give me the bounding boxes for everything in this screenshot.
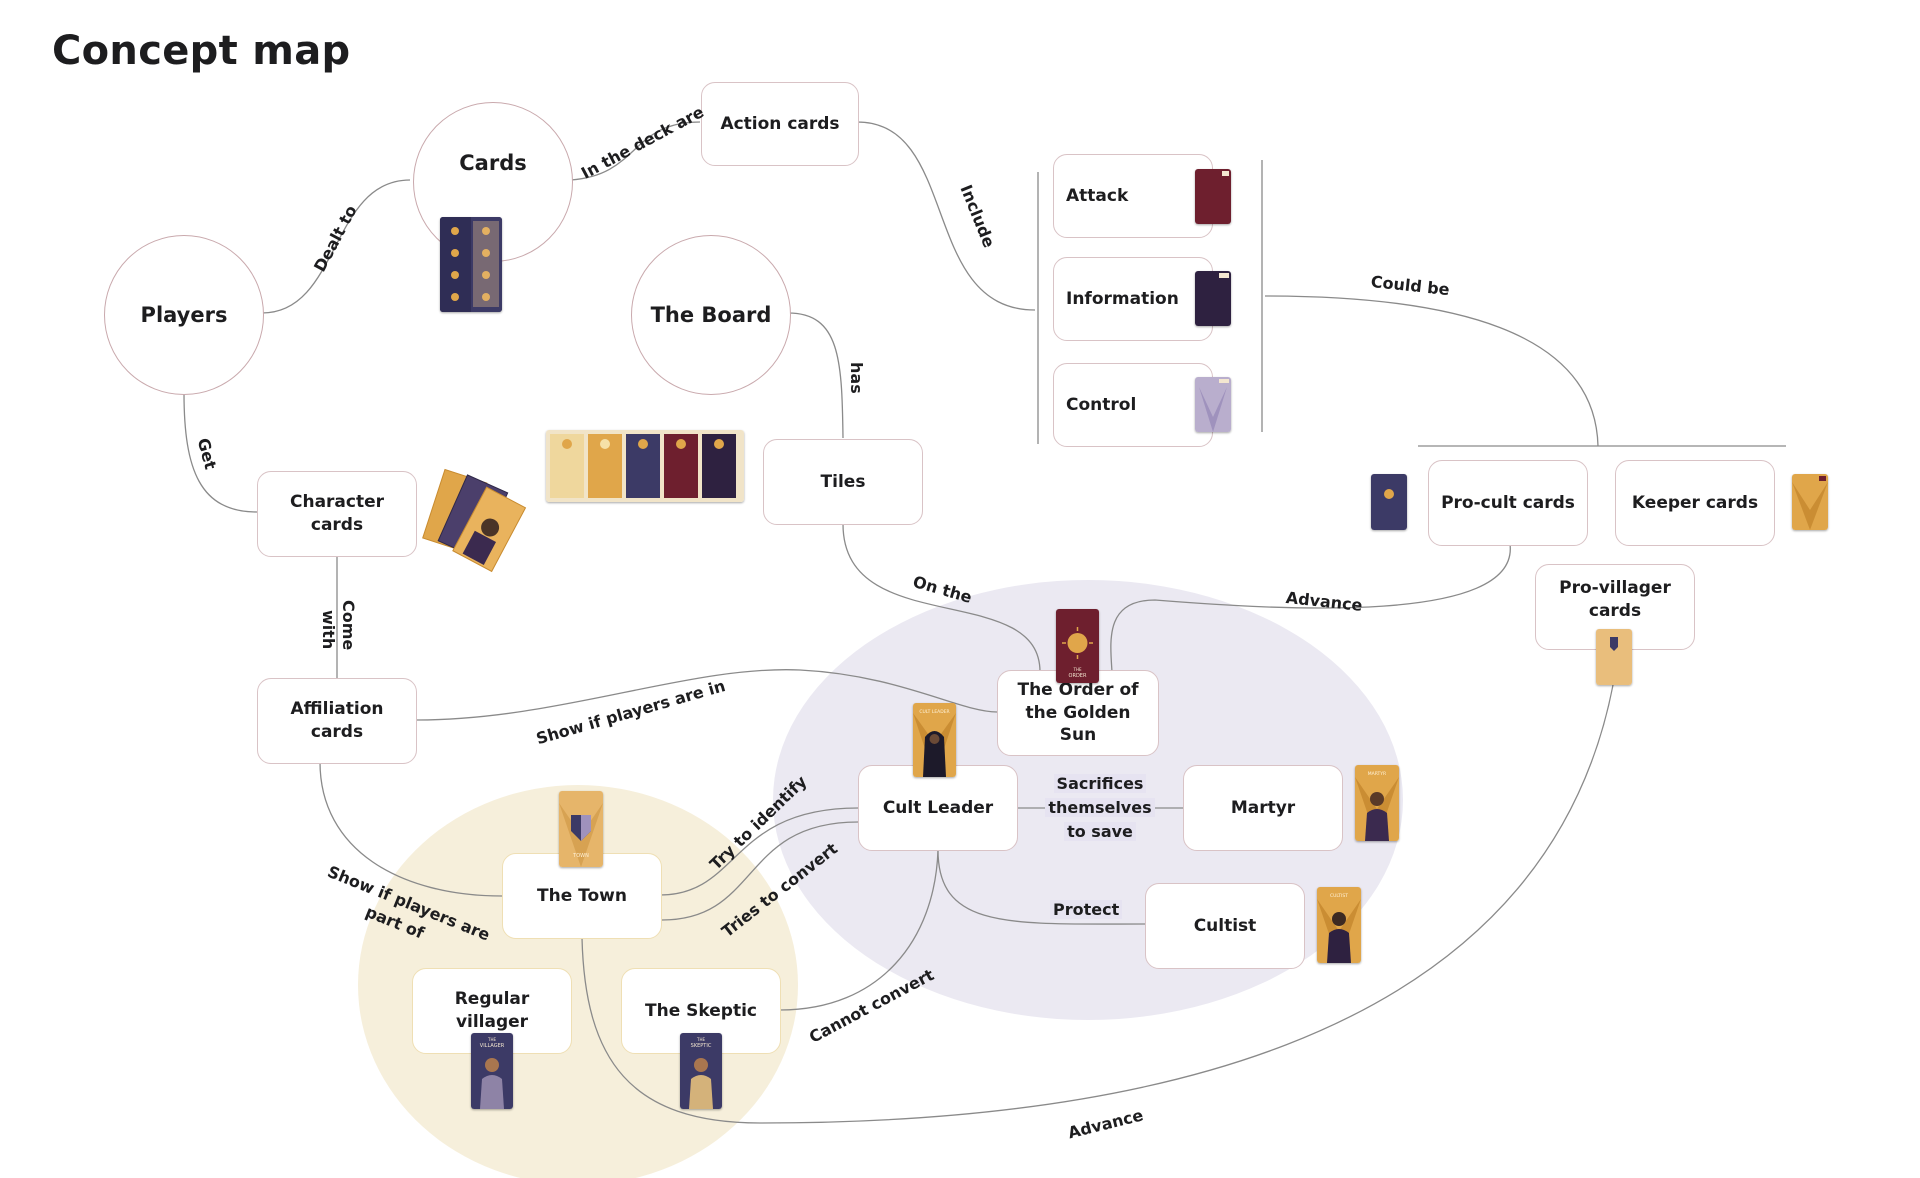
edge-action-include (856, 121, 1036, 311)
cultist-card-caption: CULTIST (1330, 893, 1348, 899)
edge-tiles-order (842, 523, 1041, 673)
cards-deck-image (440, 217, 502, 312)
node-cultist-label: Cultist (1193, 915, 1257, 936)
node-pro-cult-cards-label: Pro-cult cards (1441, 492, 1575, 513)
node-information[interactable]: Information (1053, 257, 1213, 341)
board-tiles-image (546, 430, 744, 502)
node-action-cards-label: Action cards (720, 113, 840, 134)
order-card-caption-2: ORDER (1069, 673, 1087, 679)
edge-town-advance (581, 684, 1614, 1124)
edge-group-could-be (1264, 295, 1599, 447)
information-card-image (1195, 271, 1231, 326)
edge-label-come: Come (339, 600, 358, 651)
node-martyr-label: Martyr (1230, 797, 1296, 818)
node-martyr[interactable]: Martyr (1183, 765, 1343, 851)
skeptic-card-image: THE SKEPTIC (680, 1033, 722, 1109)
skeptic-card-caption-1: THE (696, 1037, 705, 1042)
skeptic-card-caption-2: SKEPTIC (691, 1043, 712, 1049)
node-attack-label: Attack (1066, 185, 1129, 206)
node-keeper-cards-label: Keeper cards (1631, 492, 1759, 513)
node-regular-villager-label: Regular villager (454, 989, 530, 1032)
node-pro-villager-cards-label: Pro-villager cards (1559, 578, 1671, 621)
node-character-cards-label: Character cards (289, 492, 385, 535)
villager-card-caption-1: THE (487, 1037, 496, 1042)
character-cards-image (422, 468, 527, 573)
edge-board-tiles (787, 312, 844, 439)
attack-card-image (1195, 169, 1231, 224)
villager-card-image: THE VILLAGER (471, 1033, 513, 1109)
node-affiliation-cards-label: Affiliation cards (290, 699, 384, 742)
cult-leader-card-image: CULT LEADER (913, 703, 956, 777)
node-control-label: Control (1066, 394, 1137, 415)
cult-leader-card-caption: CULT LEADER (919, 709, 949, 715)
pro-villager-card-image (1596, 629, 1632, 685)
villager-card-caption-2: VILLAGER (480, 1043, 505, 1049)
edge-skeptic-cultleader (779, 849, 939, 1011)
page-title: Concept map (52, 28, 351, 74)
node-players[interactable]: Players (104, 235, 264, 395)
node-the-board[interactable]: The Board (631, 235, 791, 395)
node-cult-leader-label: Cult Leader (882, 797, 994, 818)
node-cards-label: Cards (459, 151, 527, 175)
edge-affiliation-order (416, 669, 998, 721)
order-card-image: THE ORDER (1056, 609, 1099, 683)
node-order-golden-sun-label: The Order of the Golden Sun (1017, 679, 1139, 746)
town-card-image: TOWN (559, 791, 603, 867)
node-action-cards[interactable]: Action cards (701, 82, 859, 166)
node-the-skeptic-label: The Skeptic (645, 1000, 757, 1021)
edge-players-character (183, 392, 258, 513)
node-cult-leader[interactable]: Cult Leader (858, 765, 1018, 851)
sacrifices-line-2: themselves (1045, 798, 1155, 817)
edge-label-protect: Protect (1050, 900, 1123, 919)
keeper-card-image (1792, 474, 1828, 530)
node-pro-cult-cards[interactable]: Pro-cult cards (1428, 460, 1588, 546)
edge-cards-action (570, 121, 701, 181)
node-attack[interactable]: Attack (1053, 154, 1213, 238)
edge-label-protect-text: Protect (1050, 900, 1123, 919)
order-card-caption-1: THE (1073, 667, 1082, 672)
node-character-cards[interactable]: Character cards (257, 471, 417, 557)
control-card-image (1195, 377, 1231, 432)
edge-label-with: with (319, 610, 338, 650)
edge-town-cultleader (659, 807, 859, 896)
edge-label-has: has (847, 362, 866, 394)
node-tiles[interactable]: Tiles (763, 439, 923, 525)
node-players-label: Players (140, 303, 228, 327)
edge-procult-order (1110, 543, 1511, 673)
martyr-card-image: MARTYR (1355, 765, 1399, 841)
edge-cultleader-town (661, 821, 859, 921)
edge-label-sacrifices: Sacrifices themselves to save (1040, 772, 1160, 844)
town-card-caption: TOWN (572, 853, 589, 859)
edge-players-cards (261, 179, 411, 314)
sacrifices-line-1: Sacrifices (1053, 774, 1147, 793)
sacrifices-line-3: to save (1064, 822, 1136, 841)
node-the-town[interactable]: The Town (502, 853, 662, 939)
node-keeper-cards[interactable]: Keeper cards (1615, 460, 1775, 546)
node-the-board-label: The Board (650, 303, 772, 327)
martyr-card-caption: MARTYR (1368, 771, 1386, 777)
node-control[interactable]: Control (1053, 363, 1213, 447)
edge-affiliation-town (319, 761, 503, 897)
node-information-label: Information (1066, 288, 1179, 309)
node-the-town-label: The Town (537, 885, 627, 906)
node-affiliation-cards[interactable]: Affiliation cards (257, 678, 417, 764)
pro-cult-card-image (1371, 474, 1407, 530)
node-cultist[interactable]: Cultist (1145, 883, 1305, 969)
node-tiles-label: Tiles (820, 471, 866, 492)
edge-cultleader-cultist (937, 849, 1146, 925)
node-order-golden-sun[interactable]: The Order of the Golden Sun (997, 670, 1159, 756)
cultist-card-image: CULTIST (1317, 887, 1361, 963)
